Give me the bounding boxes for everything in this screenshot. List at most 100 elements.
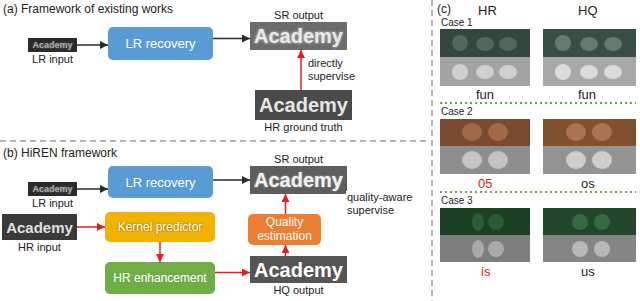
flow-arrow	[77, 226, 105, 228]
photo-blur	[592, 151, 612, 169]
case-photo	[543, 29, 636, 57]
image-thumbnail: AcademyHR input	[2, 214, 77, 240]
photo-blur	[580, 37, 598, 51]
photo-blur	[488, 151, 508, 169]
case-gray-photo	[543, 57, 636, 86]
annotation-label: os	[581, 176, 595, 191]
image-thumbnail: AcademyLR input	[28, 182, 77, 196]
case-separator	[440, 191, 636, 193]
image-text: Academy	[254, 170, 343, 190]
case-gray-photo	[543, 146, 636, 174]
box-label: Kernel predictor	[118, 221, 203, 233]
case-photo	[543, 119, 636, 146]
section-separator	[0, 140, 430, 142]
box-label: HR enhancement	[113, 272, 206, 284]
photo-blur	[476, 65, 494, 79]
annotation-label: HQ	[578, 3, 598, 18]
image-text: Academy	[254, 260, 343, 280]
flow-arrow	[300, 50, 302, 90]
flow-arrow	[77, 44, 108, 46]
annotation-label: (b) HiREN framework	[3, 146, 117, 160]
annotation-label: Case 3	[441, 195, 473, 206]
photo-blur	[555, 35, 571, 51]
image-thumbnail: SR outputAcademy	[250, 166, 347, 194]
photo-blur	[499, 37, 517, 51]
photo-blur	[452, 64, 468, 80]
annotation-label: Case 2	[441, 106, 473, 117]
process-box: Quality estimation	[248, 214, 321, 245]
process-box: HR enhancement	[105, 262, 215, 294]
image-text: Academy	[259, 95, 348, 115]
photo-blur	[604, 65, 622, 79]
photo-blur	[488, 241, 504, 257]
case-separator	[440, 102, 636, 104]
image-thumbnail: AcademyHR ground truth	[255, 90, 352, 120]
case-photo	[440, 208, 530, 235]
edge-label: directly supervise	[307, 57, 371, 82]
photo-blur	[462, 123, 482, 141]
annotation-label: (c)	[437, 2, 451, 16]
image-caption: HR input	[18, 241, 61, 253]
image-caption: HR ground truth	[264, 121, 342, 133]
annotation-label: HR	[478, 3, 497, 18]
flow-arrow	[159, 242, 161, 262]
annotation-label: 05	[478, 176, 492, 191]
case-gray-photo	[440, 235, 530, 262]
case-photo	[440, 119, 530, 146]
photo-blur	[572, 241, 588, 257]
image-text: Academy	[32, 41, 72, 50]
photo-blur	[572, 214, 588, 230]
process-box: LR recovery	[108, 166, 213, 198]
case-photo	[440, 29, 530, 57]
photo-blur	[472, 213, 484, 231]
annotation-label: us	[581, 264, 595, 279]
photo-blur	[488, 123, 508, 141]
photo-blur	[580, 65, 598, 79]
image-caption: SR output	[274, 9, 323, 21]
flow-arrow	[285, 245, 287, 256]
flow-arrow	[213, 179, 250, 181]
image-thumbnail: AcademyHQ output	[250, 256, 347, 283]
annotation-label: is	[481, 264, 490, 279]
flow-arrow	[215, 272, 250, 274]
image-caption: SR output	[274, 153, 323, 165]
case-gray-photo	[543, 235, 636, 262]
photo-blur	[566, 151, 586, 169]
edge-label: quality-aware supervise	[346, 191, 428, 216]
process-box: Kernel predictor	[105, 212, 215, 242]
annotation-label: fun	[476, 87, 494, 102]
image-caption: HQ output	[273, 284, 323, 296]
photo-blur	[594, 241, 610, 257]
case-photo	[543, 208, 636, 235]
photo-blur	[488, 214, 504, 230]
photo-blur	[555, 64, 571, 80]
case-gray-photo	[440, 57, 530, 86]
image-thumbnail: AcademyLR input	[28, 38, 77, 52]
photo-blur	[472, 240, 484, 258]
photo-blur	[566, 123, 586, 141]
box-label: LR recovery	[125, 176, 195, 189]
box-label: LR recovery	[125, 37, 195, 50]
image-text: Academy	[254, 26, 343, 46]
image-caption: LR input	[32, 197, 73, 209]
flow-arrow	[213, 38, 250, 40]
image-text: Academy	[32, 185, 72, 194]
image-thumbnail: SR outputAcademy	[250, 22, 347, 50]
flow-arrow	[77, 188, 108, 190]
photo-blur	[462, 151, 482, 169]
photo-blur	[592, 123, 612, 141]
case-gray-photo	[440, 146, 530, 174]
annotation-label: fun	[578, 87, 596, 102]
photo-blur	[604, 37, 622, 51]
box-label: Quality estimation	[254, 216, 315, 242]
process-box: LR recovery	[108, 27, 213, 60]
photo-blur	[499, 65, 517, 79]
image-caption: LR input	[32, 53, 73, 65]
section-separator	[431, 0, 433, 301]
photo-blur	[476, 37, 494, 51]
annotation-label: (a) Framework of existing works	[3, 2, 173, 16]
photo-blur	[452, 35, 468, 51]
photo-blur	[594, 214, 610, 230]
